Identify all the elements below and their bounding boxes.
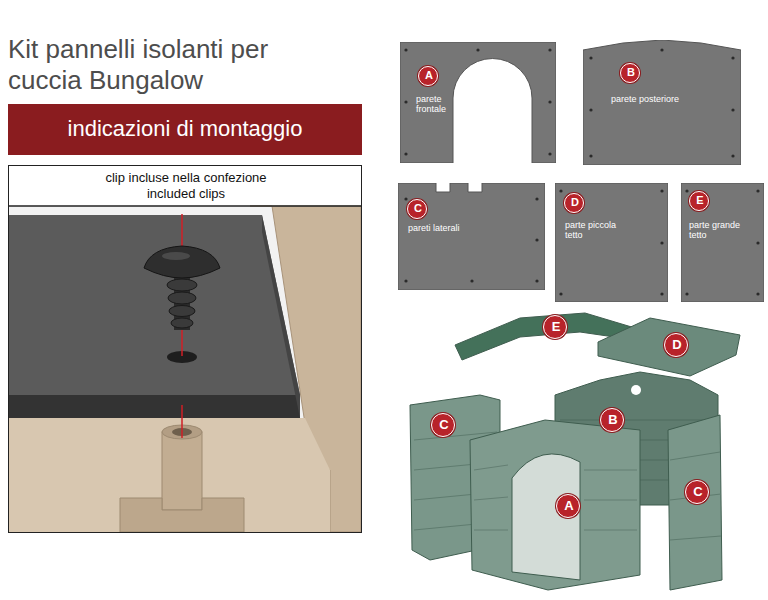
callout-letter: E [544,316,568,337]
title: Kit pannelli isolanti per cuccia Bungalo… [8,34,273,96]
header-rule [9,205,361,207]
insulation-panel: parte piccola tetto D [555,183,668,302]
screw-hole [660,48,663,51]
screw-hole [660,241,663,244]
panel-edge [9,395,300,418]
callout-circle: C [431,413,455,437]
paw-mark [631,385,641,395]
screw-hole [470,279,473,282]
insulation-panel: parete frontale A [400,42,556,163]
callout-circle: A [418,66,438,86]
screw-hole [589,154,592,157]
callout-circle: B [620,63,640,83]
section-heading: indicazioni di montaggio [8,116,362,141]
kennel-exploded [410,313,740,590]
panel-shape [555,183,668,302]
screw-hole [660,292,663,295]
callout-letter: C [432,414,456,435]
callout-circle: C [685,480,709,504]
screw-hole [476,48,479,51]
screw-hole [660,189,663,192]
callout-letter: B [621,64,641,81]
screw-hole [548,152,551,155]
callout-letter: B [601,409,625,430]
screw-hole [589,108,592,111]
panel-top [9,215,300,395]
screw-hole [756,292,759,295]
front-wall [470,420,640,590]
panel-side [262,215,300,418]
background [9,206,361,532]
screw-hole [535,197,538,200]
callout-circle: E [689,191,709,211]
callout-circle: A [556,494,580,518]
part-label: clip incluse nella confezione [9,171,363,186]
panel-shape [398,183,545,290]
screw-hole [404,152,407,155]
screw-hole [404,279,407,282]
part-label: parete posteriore [611,94,731,104]
screw-hole [559,189,562,192]
slats [474,465,637,530]
screw-hole [756,241,759,244]
screw-hole [535,238,538,241]
callout-letter: E [690,192,710,209]
screw-hole [731,56,734,59]
insulation-panel: pareti laterali C [398,183,545,290]
callout-circle: D [664,333,688,357]
screw-hole [685,189,688,192]
screw-hole [404,48,407,51]
panel-shape [681,183,764,302]
screw-hole [548,100,551,103]
screw-hole [756,189,759,192]
callout-circle: B [600,408,624,432]
housing-floor [9,418,330,532]
screw-hole [404,100,407,103]
insulation-panel: parte grande tetto E [681,183,764,302]
screw-hole [404,197,407,200]
callout-circle: C [407,199,427,219]
part-label: parte grande tetto [689,220,751,241]
clip-detail [9,206,361,532]
screw-hole [535,279,538,282]
panel-shape [583,40,741,165]
screw-hole [589,56,592,59]
callout-letter: C [686,481,710,502]
screw-hole [685,292,688,295]
callout-circle: D [564,193,584,213]
roof-small [598,318,740,376]
callout-letter: A [419,67,439,84]
callout-letter: D [565,194,585,211]
part-label: included clips [9,187,363,202]
screw-hole [731,108,734,111]
detail-box: clip incluse nella confezioneincluded cl… [8,165,362,533]
insulation-panel: parete posteriore B [583,40,741,165]
part-label: parete frontale [416,94,454,115]
title-band: indicazioni di montaggio [8,104,362,155]
callout-letter: D [665,334,689,355]
screw-hole [559,292,562,295]
part-label: parte piccola tetto [565,220,629,241]
callout-letter: A [557,495,581,516]
clip [144,246,220,330]
screw-hole [731,154,734,157]
part-label: pareti laterali [408,223,518,233]
post [162,432,202,510]
screw-hole [548,48,551,51]
side-wall [668,415,722,590]
guide-line [181,405,183,438]
panel-shape [400,42,556,163]
callout-circle: E [543,315,567,339]
callout-letter: C [408,200,428,217]
slats [670,452,721,540]
door-opening [512,454,580,580]
bracket [120,498,244,532]
